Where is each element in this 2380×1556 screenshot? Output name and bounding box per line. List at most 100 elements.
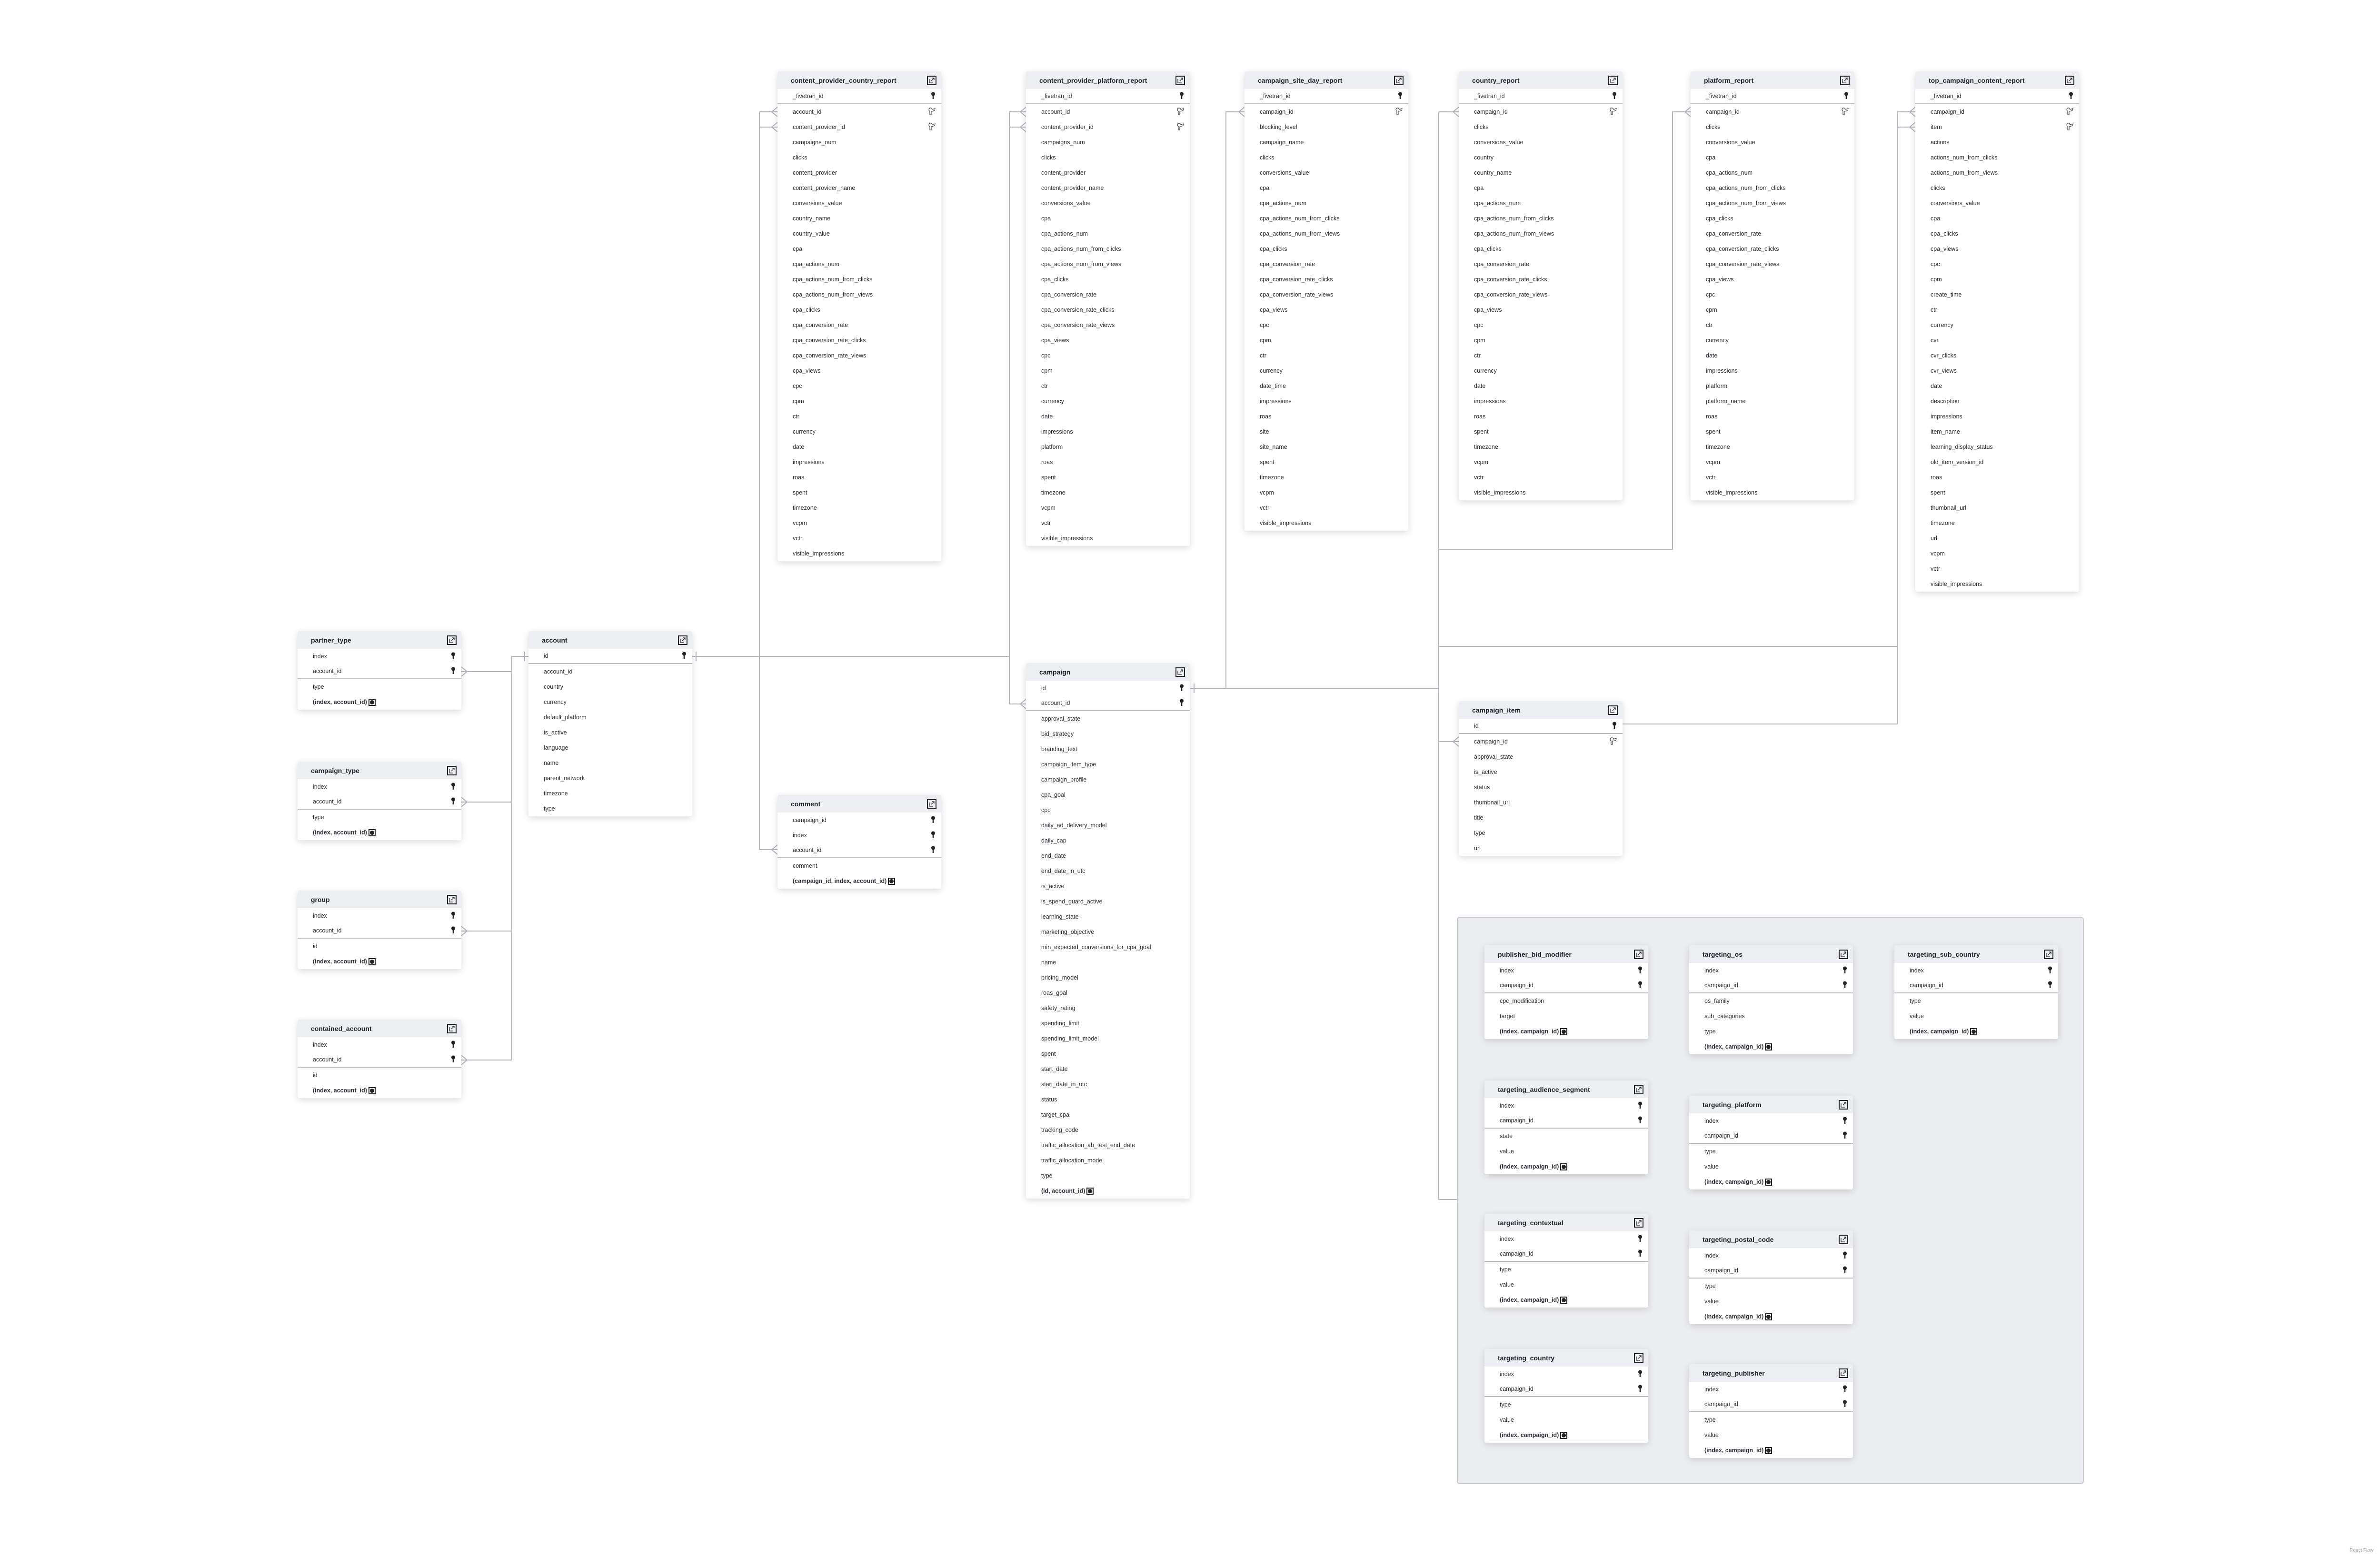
column-row[interactable]: campaign_id	[1894, 978, 2058, 993]
column-row[interactable]: cpc_modification	[1484, 993, 1648, 1009]
column-row[interactable]: cpa	[1915, 211, 2079, 226]
column-row[interactable]: cpa	[1691, 150, 1854, 165]
column-row[interactable]: is_spend_guard_active	[1026, 894, 1190, 909]
composite-key-row[interactable]: (index, account_id)	[298, 825, 461, 840]
column-row[interactable]: end_date_in_utc	[1026, 863, 1190, 879]
column-row[interactable]: campaign_id	[1691, 104, 1854, 119]
column-row[interactable]: index	[1894, 963, 2058, 978]
composite-key-row[interactable]: (index, account_id)	[298, 954, 461, 969]
column-row[interactable]: clicks	[1691, 119, 1854, 135]
column-row[interactable]: account_id	[1026, 696, 1190, 711]
column-row[interactable]: campaign_id	[1484, 1382, 1648, 1397]
column-row[interactable]: type	[1894, 993, 2058, 1009]
column-row[interactable]: roas_goal	[1026, 985, 1190, 1001]
column-row[interactable]: blocking_level	[1245, 119, 1408, 135]
column-row[interactable]: country_value	[777, 226, 941, 241]
column-row[interactable]: cpa_views	[777, 363, 941, 378]
column-row[interactable]: vcpm	[1245, 485, 1408, 500]
column-row[interactable]: spent	[1915, 485, 2079, 500]
column-row[interactable]: id	[1026, 681, 1190, 696]
column-row[interactable]: type	[298, 810, 461, 825]
column-row[interactable]: campaign_id	[1484, 978, 1648, 993]
column-row[interactable]: item	[1915, 119, 2079, 135]
table-header[interactable]: targeting_os	[1689, 945, 1853, 963]
column-row[interactable]: timezone	[1459, 439, 1623, 455]
open-external-icon[interactable]	[1839, 1368, 1848, 1378]
column-row[interactable]: cpa_actions_num_from_clicks	[777, 272, 941, 287]
table-header[interactable]: country_report	[1459, 71, 1623, 89]
table-header[interactable]: content_provider_country_report	[777, 71, 941, 89]
column-row[interactable]: campaign_name	[1245, 135, 1408, 150]
column-row[interactable]: cpm	[1245, 333, 1408, 348]
column-row[interactable]: item_name	[1915, 424, 2079, 439]
column-row[interactable]: campaign_id	[1689, 978, 1853, 993]
column-row[interactable]: country_name	[777, 211, 941, 226]
table-header[interactable]: platform_report	[1691, 71, 1854, 89]
column-row[interactable]: is_active	[1459, 764, 1623, 780]
column-row[interactable]: tracking_code	[1026, 1122, 1190, 1138]
column-row[interactable]: roas	[1026, 455, 1190, 470]
open-external-icon[interactable]	[1608, 75, 1618, 85]
column-row[interactable]: _fivetran_id	[1691, 89, 1854, 104]
column-row[interactable]: conversions_value	[1915, 196, 2079, 211]
composite-key-row[interactable]: (id, account_id)	[1026, 1183, 1190, 1199]
column-row[interactable]: vcpm	[1691, 455, 1854, 470]
column-row[interactable]: cpa_conversion_rate_clicks	[1459, 272, 1623, 287]
column-row[interactable]: cpa_actions_num	[1691, 165, 1854, 180]
column-row[interactable]: bid_strategy	[1026, 726, 1190, 742]
column-row[interactable]: _fivetran_id	[777, 89, 941, 104]
table-header[interactable]: targeting_platform	[1689, 1096, 1853, 1113]
column-row[interactable]: country_name	[1459, 165, 1623, 180]
column-row[interactable]: ctr	[777, 409, 941, 424]
column-row[interactable]: parent_network	[528, 771, 692, 786]
open-external-icon[interactable]	[1839, 949, 1848, 959]
column-row[interactable]: vctr	[1459, 470, 1623, 485]
column-row[interactable]: conversions_value	[777, 196, 941, 211]
column-row[interactable]: impressions	[1691, 363, 1854, 378]
column-row[interactable]: url	[1459, 841, 1623, 856]
column-row[interactable]: type	[528, 801, 692, 816]
column-row[interactable]: timezone	[1026, 485, 1190, 500]
column-row[interactable]: account_id	[298, 1052, 461, 1068]
column-row[interactable]: campaign_id	[1689, 1263, 1853, 1278]
column-row[interactable]: campaign_item_type	[1026, 757, 1190, 772]
column-row[interactable]: campaign_id	[1915, 104, 2079, 119]
column-row[interactable]: date	[1459, 378, 1623, 394]
open-external-icon[interactable]	[1839, 1234, 1848, 1244]
column-row[interactable]: cpc	[1026, 348, 1190, 363]
column-row[interactable]: cpa_actions_num	[777, 257, 941, 272]
column-row[interactable]: cpa	[777, 241, 941, 257]
table-header[interactable]: targeting_postal_code	[1689, 1230, 1853, 1248]
relationship-edge[interactable]	[1438, 112, 1457, 1200]
column-row[interactable]: campaigns_num	[777, 135, 941, 150]
table-header[interactable]: campaign	[1026, 663, 1190, 681]
composite-key-row[interactable]: (index, campaign_id)	[1484, 1427, 1648, 1443]
column-row[interactable]: country	[1459, 150, 1623, 165]
column-row[interactable]: url	[1915, 531, 2079, 546]
table-header[interactable]: publisher_bid_modifier	[1484, 945, 1648, 963]
column-row[interactable]: state	[1484, 1129, 1648, 1144]
column-row[interactable]: daily_ad_delivery_model	[1026, 818, 1190, 833]
column-row[interactable]: timezone	[1915, 515, 2079, 531]
table-header[interactable]: targeting_sub_country	[1894, 945, 2058, 963]
column-row[interactable]: comment	[777, 858, 941, 873]
info-icon[interactable]	[368, 1087, 376, 1094]
open-external-icon[interactable]	[2065, 75, 2074, 85]
column-row[interactable]: site_name	[1245, 439, 1408, 455]
column-row[interactable]: roas	[1691, 409, 1854, 424]
column-row[interactable]: clicks	[1245, 150, 1408, 165]
column-row[interactable]: impressions	[1459, 394, 1623, 409]
column-row[interactable]: cpa_actions_num_from_clicks	[1691, 180, 1854, 196]
info-icon[interactable]	[1560, 1431, 1568, 1439]
table-header[interactable]: campaign_site_day_report	[1245, 71, 1408, 89]
column-row[interactable]: traffic_allocation_mode	[1026, 1153, 1190, 1168]
column-row[interactable]: campaign_id	[777, 813, 941, 828]
column-row[interactable]: vcpm	[1915, 546, 2079, 561]
column-row[interactable]: conversions_value	[1245, 165, 1408, 180]
